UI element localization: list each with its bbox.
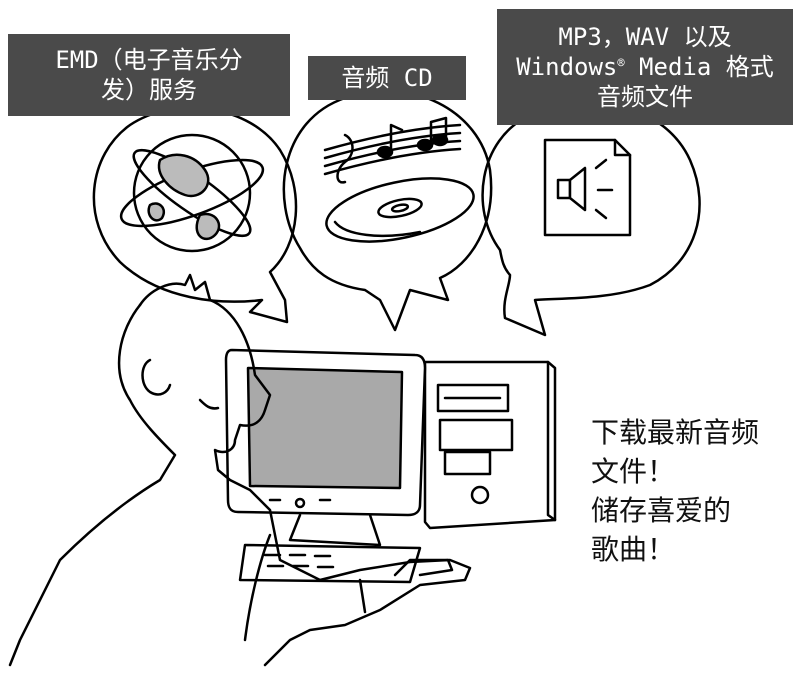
audio-file-icon [543, 138, 632, 237]
user-figure-icon [8, 273, 472, 667]
label-formats-line1: MP3，WAV 以及 [558, 23, 732, 51]
thought-bubble-cd [282, 89, 493, 332]
caption-line4: 歌曲！ [591, 533, 676, 566]
computer-monitor-icon [224, 348, 427, 547]
thought-bubble-emd [92, 106, 298, 324]
globe-icon [119, 133, 265, 253]
label-formats-line3: 音频文件 [597, 83, 693, 111]
keyboard-icon [238, 543, 422, 584]
label-formats-media: Media 格式 [624, 53, 774, 81]
music-notes-icon [323, 116, 462, 184]
label-emd-line2: 发）服务 [101, 76, 197, 104]
computer-tower-icon [423, 360, 557, 530]
label-emd-service: EMD（电子音乐分 发）服务 [8, 34, 290, 116]
caption-text: 下载最新音频 文件！ 储存喜爱的 歌曲！ [591, 413, 791, 569]
speaker-icon [556, 158, 614, 220]
label-formats-windows: Windows [516, 53, 618, 81]
label-emd-line1: EMD（电子音乐分 [55, 46, 243, 74]
cd-disc-icon [325, 177, 475, 243]
label-formats-registered: ® [617, 56, 625, 70]
caption-line1: 下载最新音频 [591, 416, 760, 449]
caption-line2: 文件！ [591, 455, 676, 488]
label-audio-cd: 音频 CD [308, 56, 466, 100]
label-audio-formats: MP3，WAV 以及 Windows® Media 格式 音频文件 [497, 9, 793, 125]
label-formats-line2: Windows® Media 格式 [497, 52, 793, 82]
label-cd-text: 音频 CD [341, 64, 433, 92]
caption-line3: 储存喜爱的 [591, 494, 732, 527]
